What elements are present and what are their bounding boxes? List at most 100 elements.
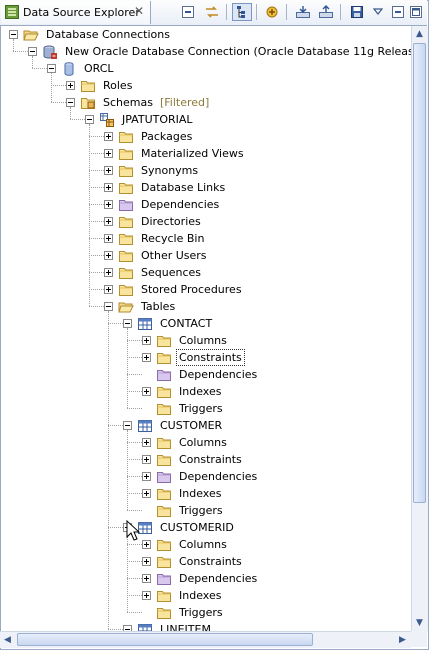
expand-icon[interactable] <box>142 387 151 396</box>
export-icon[interactable] <box>316 3 336 21</box>
folder-icon <box>156 486 172 502</box>
tree-item-columns[interactable]: Columns <box>156 434 230 451</box>
folder-icon <box>156 469 172 485</box>
schema-icon <box>99 112 115 128</box>
minimize-icon[interactable] <box>388 3 408 21</box>
tree-item-triggers[interactable]: Triggers <box>156 400 226 417</box>
tree-item-connection[interactable]: New Oracle Database Connection (Oracle D… <box>42 43 411 60</box>
tree-item-database-connections[interactable]: Database Connections <box>23 26 173 43</box>
expand-icon[interactable] <box>104 132 113 141</box>
horizontal-scroll-thumb[interactable] <box>17 633 313 646</box>
expand-icon[interactable] <box>142 574 151 583</box>
link-with-editor-icon[interactable] <box>202 3 222 21</box>
collapse-all-icon[interactable] <box>178 3 198 21</box>
close-icon[interactable]: ✕ <box>134 4 145 18</box>
tab-data-source-explorer[interactable]: Data Source Explorer ✕ <box>1 1 151 24</box>
tree-item-packages[interactable]: Packages <box>118 128 195 145</box>
expand-icon[interactable] <box>142 472 151 481</box>
tree-item-stored-procedures[interactable]: Stored Procedures <box>118 281 245 298</box>
tree-item-columns[interactable]: Columns <box>156 536 230 553</box>
scroll-left-icon[interactable]: ◀ <box>4 634 11 645</box>
tree-item-database-links[interactable]: Database Links <box>118 179 228 196</box>
expand-icon[interactable] <box>104 183 113 192</box>
expand-icon[interactable] <box>142 557 151 566</box>
collapse-icon[interactable] <box>104 302 113 311</box>
collapse-icon[interactable] <box>123 421 132 430</box>
tree-item-table[interactable]: LINEITEM <box>137 621 214 631</box>
collapse-icon[interactable] <box>28 47 37 56</box>
tree-item-triggers[interactable]: Triggers <box>156 604 226 621</box>
expand-icon[interactable] <box>142 455 151 464</box>
view-menu-icon[interactable] <box>368 3 388 21</box>
tree-item-table[interactable]: CONTACT <box>137 315 215 332</box>
tree-item-sequences[interactable]: Sequences <box>118 264 204 281</box>
vertical-scrollbar[interactable]: ▲ ▼ <box>411 26 428 631</box>
tree-item-indexes[interactable]: Indexes <box>156 587 224 604</box>
tree-item-constraints[interactable]: Constraints <box>156 553 245 570</box>
tree-item-label: Database Connections <box>46 28 170 41</box>
tree-item-other-users[interactable]: Other Users <box>118 247 210 264</box>
collapse-icon[interactable] <box>9 30 18 39</box>
expand-icon[interactable] <box>104 166 113 175</box>
tree-item-materialized-views[interactable]: Materialized Views <box>118 145 247 162</box>
tree-item-label: Indexes <box>179 487 222 500</box>
collapse-icon[interactable] <box>123 319 132 328</box>
tree-item-label: Stored Procedures <box>141 283 242 296</box>
tree-item-schema[interactable]: JPATUTORIAL <box>99 111 196 128</box>
expand-icon[interactable] <box>142 353 151 362</box>
tree-item-table[interactable]: CUSTOMERID <box>137 519 237 536</box>
collapse-icon[interactable] <box>123 625 132 631</box>
expand-icon[interactable] <box>142 438 151 447</box>
maximize-icon[interactable] <box>406 3 426 21</box>
horizontal-scrollbar[interactable]: ◀ ▶ <box>0 631 411 648</box>
expand-icon[interactable] <box>104 285 113 294</box>
scroll-up-icon[interactable]: ▲ <box>416 28 423 39</box>
save-icon[interactable] <box>347 3 367 21</box>
tree-item-dependencies[interactable]: Dependencies <box>156 468 260 485</box>
vertical-scroll-thumb[interactable] <box>413 43 426 503</box>
tree-view-icon[interactable] <box>232 3 252 21</box>
tree-item-table[interactable]: CUSTOMER <box>137 417 225 434</box>
folder-icon <box>118 282 134 298</box>
tree-item-label: Constraints <box>179 555 242 568</box>
tree-item-recycle-bin[interactable]: Recycle Bin <box>118 230 207 247</box>
expand-icon[interactable] <box>142 336 151 345</box>
tree-item-synonyms[interactable]: Synonyms <box>118 162 201 179</box>
expand-icon[interactable] <box>104 217 113 226</box>
tree-item-label: Triggers <box>179 504 223 517</box>
expand-icon[interactable] <box>104 234 113 243</box>
collapse-icon[interactable] <box>47 64 56 73</box>
tree-item-constraints[interactable]: Constraints <box>156 349 245 366</box>
tree-item-indexes[interactable]: Indexes <box>156 383 224 400</box>
tree-item-dependencies[interactable]: Dependencies <box>118 196 222 213</box>
tree-item-directories[interactable]: Directories <box>118 213 204 230</box>
tree-item-label: Constraints <box>179 453 242 466</box>
tree-item-columns[interactable]: Columns <box>156 332 230 349</box>
collapse-icon[interactable] <box>85 115 94 124</box>
table-icon <box>137 622 153 631</box>
tree-item-dependencies[interactable]: Dependencies <box>156 366 260 383</box>
tree-item-dependencies[interactable]: Dependencies <box>156 570 260 587</box>
tree-item-indexes[interactable]: Indexes <box>156 485 224 502</box>
tree-item-schemas[interactable]: Schemas[Filtered] <box>80 94 209 111</box>
expand-icon[interactable] <box>142 591 151 600</box>
tree-item-tables[interactable]: Tables <box>118 298 178 315</box>
scroll-down-icon[interactable]: ▼ <box>416 617 423 628</box>
expand-icon[interactable] <box>66 81 75 90</box>
expand-icon[interactable] <box>104 200 113 209</box>
tree-item-label: Columns <box>179 538 227 551</box>
connect-icon[interactable] <box>262 3 282 21</box>
tree-item-triggers[interactable]: Triggers <box>156 502 226 519</box>
expand-icon[interactable] <box>142 489 151 498</box>
tree-item-database[interactable]: ORCL <box>61 60 117 77</box>
expand-icon[interactable] <box>104 251 113 260</box>
tree-item-roles[interactable]: Roles <box>80 77 135 94</box>
scroll-right-icon[interactable]: ▶ <box>399 634 406 645</box>
collapse-icon[interactable] <box>66 98 75 107</box>
expand-icon[interactable] <box>104 268 113 277</box>
tree-item-constraints[interactable]: Constraints <box>156 451 245 468</box>
expand-icon[interactable] <box>142 540 151 549</box>
expand-icon[interactable] <box>104 149 113 158</box>
import-icon[interactable] <box>293 3 313 21</box>
